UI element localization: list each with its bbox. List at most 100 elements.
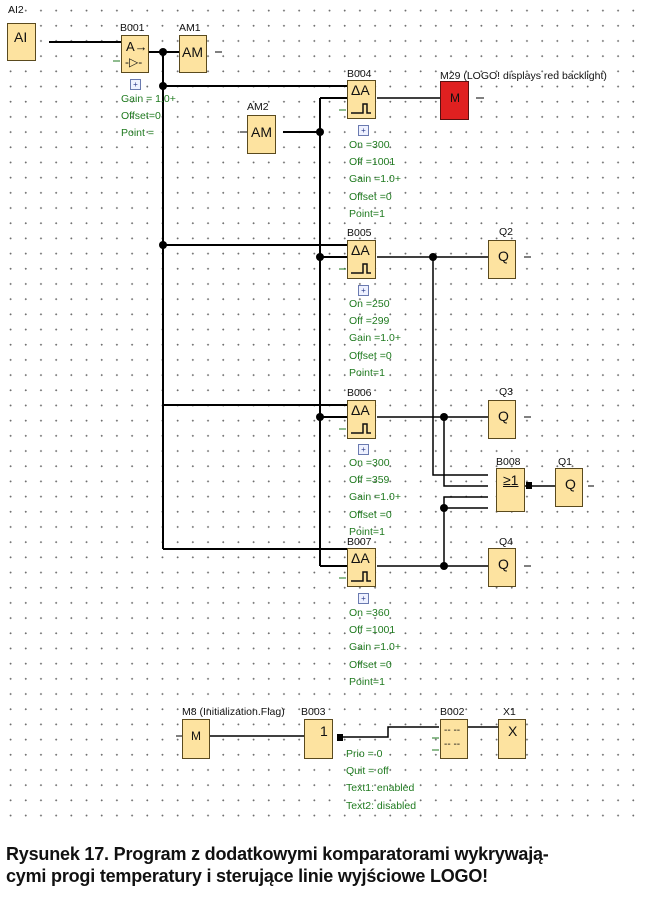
block-glyph: AI [14,29,28,45]
param: Off =359 [349,474,390,487]
param: Off =299 [349,315,390,328]
junction-dot [316,413,324,421]
wire-b005-b008 [432,257,488,476]
param: Point=1 [349,207,385,220]
block-b001-amplifier[interactable]: A→ -▷- [121,35,149,73]
expand-params-icon[interactable]: + [358,593,369,604]
block-label-q3: Q3 [499,386,514,398]
block-glyph: Q [498,556,509,572]
block-b007-comparator[interactable]: ΔA [347,548,376,587]
not-gate-icon: 1 [320,723,328,739]
param: Point=1 [349,366,385,379]
comparator-icon: ΔA [351,402,370,418]
param: Offset =0 [349,508,392,521]
block-label-b006: B006 [347,387,372,399]
pulse-icon [351,423,371,434]
pulse-icon [351,103,371,114]
block-m29-flag[interactable]: M [440,81,469,120]
block-q2-output[interactable]: Q [488,240,516,279]
param: Point = [121,127,154,140]
param-list-b004: On =300 Off =1001 Gain =1.0+ Offset =0 P… [349,137,401,223]
block-b005-comparator[interactable]: ΔA [347,240,376,279]
comparator-icon: ΔA [351,550,370,566]
block-label-b004: B004 [347,68,372,80]
param: Off =1001 [349,156,396,169]
param: On =250 [349,298,390,310]
param: Gain =1.0+ [349,173,401,186]
param: Text1: enabled [346,782,415,795]
block-label-b008: B008 [496,456,521,468]
block-b008-or[interactable]: ≥1 [496,468,525,512]
block-label-b005: B005 [347,227,372,239]
junction-dot [429,253,437,261]
block-glyph: Q [565,476,576,492]
block-label-b003: B003 [301,706,326,718]
block-q4-output[interactable]: Q [488,548,516,587]
block-label-q1: Q1 [558,456,573,468]
param: On =360 [349,607,390,619]
block-label-am2: AM2 [247,101,269,113]
block-label-q2: Q2 [499,226,514,238]
negation-point [337,734,343,741]
wire-layer [49,41,594,751]
message-icon: -- -- [444,725,461,736]
expand-params-icon[interactable]: + [358,444,369,455]
pulse-icon [351,263,371,274]
param: Gain = 1.0+ [121,93,176,105]
wire-b003-b002 [337,726,439,738]
block-label-b002: B002 [440,706,465,718]
block-x1[interactable]: X [498,719,526,759]
block-b004-comparator[interactable]: ΔA [347,80,376,119]
expand-params-icon[interactable]: + [130,79,141,90]
message-icon-2: -- -- [444,739,461,750]
param-list-b007: On =360 Off =1001 Gain =1.0+ Offset =0 P… [349,605,401,691]
block-glyph: Q [498,408,509,424]
block-am1[interactable]: AM [179,35,207,73]
diagram-canvas: AI2 AI B001 A→ -▷- + Gain = 1.0+ Offset=… [0,0,647,822]
param: Point=1 [349,675,385,688]
block-glyph: M [450,91,460,105]
param: On =300 [349,139,390,151]
junction-dot [316,253,324,261]
junction-dots [159,48,532,741]
block-label-b001: B001 [120,22,145,34]
param: Prio = 0 [346,748,383,760]
block-q3-output[interactable]: Q [488,400,516,439]
junction-dot [159,82,167,90]
block-ai2[interactable]: AI [7,23,36,61]
block-glyph: Q [498,248,509,264]
param: Gain =1.0+ [349,332,401,345]
block-label-ai2: AI2 [8,4,24,16]
figure-caption: Rysunek 17. Program z dodatkowymi kompar… [6,843,646,887]
block-b006-comparator[interactable]: ΔA [347,400,376,439]
caption-line: cymi progi temperatury i sterujące linie… [6,866,488,886]
junction-dot [159,48,167,56]
junction-dot [440,562,448,570]
block-am2[interactable]: AM [247,115,276,154]
block-q1-output[interactable]: Q [555,468,583,507]
block-b002-message-text[interactable]: -- -- -- -- [440,719,468,759]
param: Quit = off [346,765,389,778]
wire-b007-b008 [443,496,488,566]
comparator-icon: ΔA [351,82,370,98]
junction-dot [440,504,448,512]
param-list-b005: On =250 Off =299 Gain =1.0+ Offset =0 Po… [349,296,401,382]
amplifier-icon-2: -▷- [125,55,143,69]
expand-params-icon[interactable]: + [358,285,369,296]
param: Point=1 [349,525,385,538]
block-b003-not[interactable]: 1 [304,719,333,759]
block-m8-flag[interactable]: M [182,719,210,759]
junction-dot [159,241,167,249]
param: On =300 [349,457,390,469]
amplifier-icon: A→ [126,39,148,54]
comparator-icon: ΔA [351,242,370,258]
expand-params-icon[interactable]: + [358,125,369,136]
negation-point [526,482,532,489]
param: Offset =0 [349,658,392,671]
block-label-m29: M29 (LOGO! displays red backlight) [440,70,607,82]
wire-unconnected-stubs [113,60,439,751]
caption-line: Rysunek 17. Program z dodatkowymi kompar… [6,844,549,864]
param: Gain =1.0+ [349,641,401,654]
param: Text2: disabled [346,799,417,812]
junction-dot [316,128,324,136]
